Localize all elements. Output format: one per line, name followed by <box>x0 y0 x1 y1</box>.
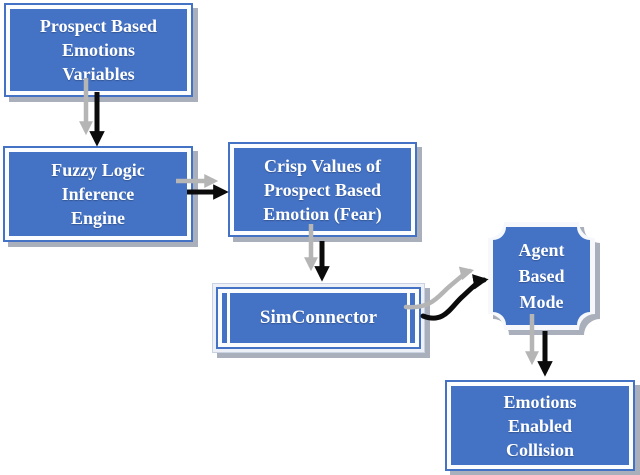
node-fuzzy-logic-inference-engine: Fuzzy Logic Inference Engine <box>3 146 193 242</box>
node-emotions-enabled-collision: Emotions Enabled Collision <box>445 380 635 471</box>
node-fill: Prospect Based Emotions Variables <box>10 9 187 91</box>
node-label: Emotions Enabled Collision <box>503 391 577 460</box>
node-fill: Fuzzy Logic Inference Engine <box>9 152 187 236</box>
arrow-sim-to-agent-black <box>420 274 489 321</box>
node-crisp-values: Crisp Values of Prospect Based Emotion (… <box>228 142 417 237</box>
node-fill: Emotions Enabled Collision <box>451 386 629 465</box>
node-fill: SimConnector <box>222 293 415 343</box>
node-fill: Crisp Values of Prospect Based Emotion (… <box>234 148 411 231</box>
plaque-shape <box>488 222 600 335</box>
node-label: Prospect Based Emotions Variables <box>39 16 158 84</box>
node-prospect-based-emotions-variables: Prospect Based Emotions Variables <box>4 3 193 97</box>
node-label: Crisp Values of Prospect Based Emotion (… <box>263 155 382 224</box>
node-simconnector: SimConnector <box>212 283 425 353</box>
node-label: Fuzzy Logic Inference Engine <box>51 160 145 228</box>
node-label: SimConnector <box>259 307 378 328</box>
node-frame: SimConnector <box>216 287 421 349</box>
plaque-fill <box>493 227 590 325</box>
node-label: Agent Based Mode <box>518 240 565 312</box>
node-agent-based-mode: Agent Based Mode <box>483 217 605 341</box>
